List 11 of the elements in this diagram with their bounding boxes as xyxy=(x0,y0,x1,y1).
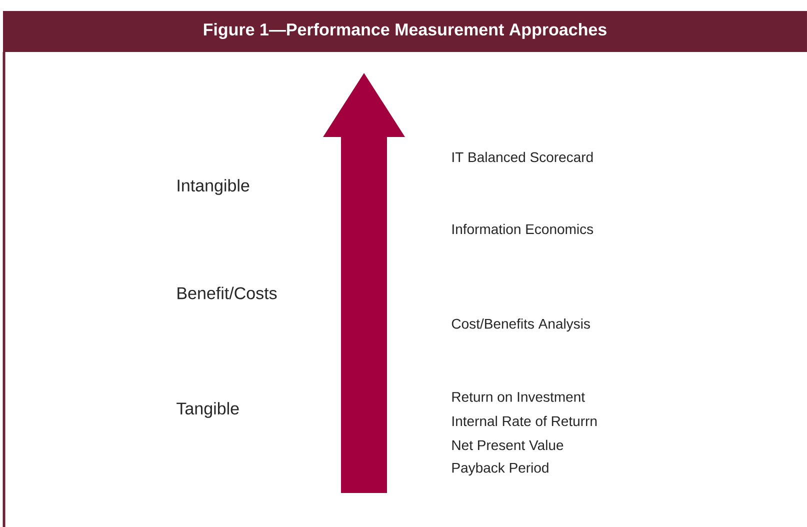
label: Internal Rate of Returrn xyxy=(452,416,597,426)
label: Net Present Value xyxy=(452,440,564,450)
label: Intangible xyxy=(178,179,250,195)
label: Return on Investment xyxy=(452,392,585,402)
label: Benefit/Costs xyxy=(178,286,277,300)
label: Tangible xyxy=(176,402,239,418)
label: Payback Period xyxy=(452,462,548,476)
title-band: Figure 1—Performance Measurement Approaches xyxy=(3,11,807,52)
label: IT Balanced Scorecard xyxy=(452,152,593,162)
label: Cost/Benefits Analysis xyxy=(452,318,590,332)
label: Information Economics xyxy=(452,224,594,234)
